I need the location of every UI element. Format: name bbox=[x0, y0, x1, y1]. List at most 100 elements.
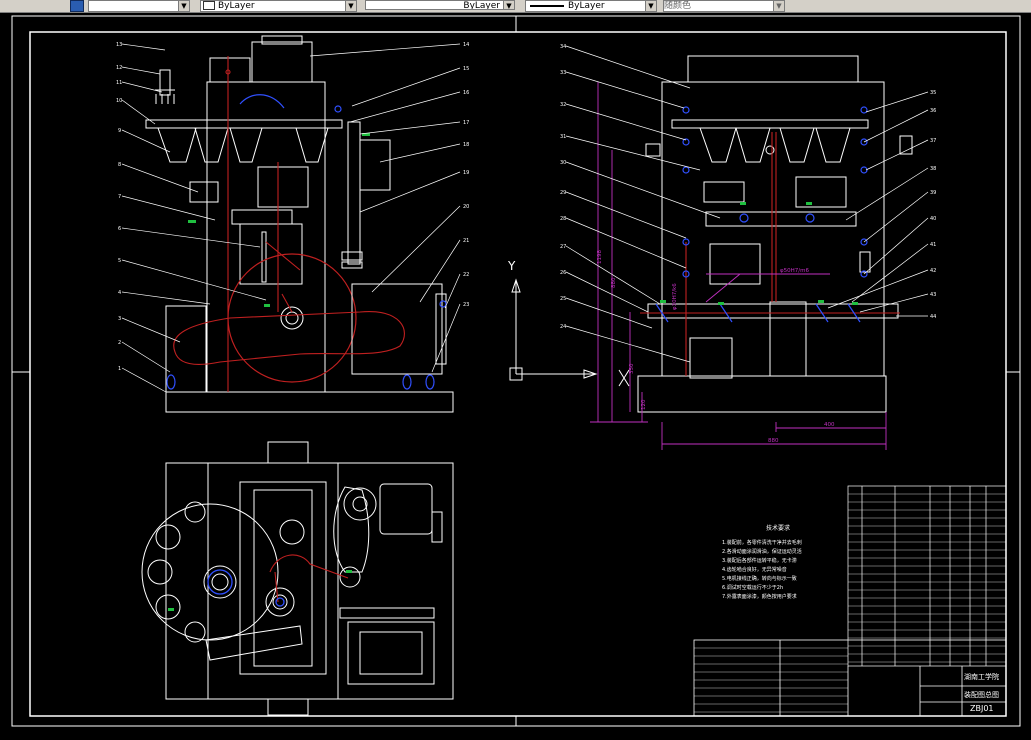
chevron-down-icon[interactable]: ▼ bbox=[773, 1, 784, 11]
balloon-23: 23 bbox=[463, 302, 469, 308]
balloon-38: 38 bbox=[930, 166, 936, 172]
side-dimensions bbox=[590, 82, 887, 450]
frame-border bbox=[29, 31, 1007, 717]
balloon-35: 35 bbox=[930, 90, 936, 96]
side-leaders bbox=[565, 45, 929, 363]
balloon-42: 42 bbox=[930, 268, 936, 274]
table-rows bbox=[694, 493, 1006, 713]
balloon-24: 24 bbox=[560, 324, 566, 330]
layer-dropdown[interactable]: ▼ bbox=[88, 0, 190, 12]
balloon-7: 7 bbox=[118, 194, 121, 200]
balloon-8: 8 bbox=[118, 162, 121, 168]
balloon-41: 41 bbox=[930, 242, 936, 248]
balloon-22: 22 bbox=[463, 272, 469, 278]
color-swatch-icon bbox=[203, 1, 215, 10]
balloon-1: 1 bbox=[118, 366, 121, 372]
front-leaders-right bbox=[309, 43, 461, 373]
title-block bbox=[693, 639, 1007, 717]
balloon-25: 25 bbox=[560, 296, 566, 302]
front-leaders-left bbox=[121, 43, 267, 393]
y-axis-label: Y bbox=[507, 259, 516, 273]
notes-line: 1.装配前，各零件清洗干净并去毛刺 bbox=[722, 540, 802, 546]
balloon-29: 29 bbox=[560, 190, 566, 196]
lineweight-dropdown[interactable]: ByLayer ▼ bbox=[525, 0, 657, 12]
balloon-19: 19 bbox=[463, 170, 469, 176]
balloon-20: 20 bbox=[463, 204, 469, 210]
balloon-43: 43 bbox=[930, 292, 936, 298]
dim-350: 350 bbox=[629, 363, 635, 374]
balloon-5: 5 bbox=[118, 258, 121, 264]
top-red-lines bbox=[269, 554, 349, 603]
linetype-dropdown[interactable]: ByLayer ▼ bbox=[365, 0, 515, 10]
top-view bbox=[141, 441, 454, 716]
balloon-16: 16 bbox=[463, 90, 469, 96]
notes-line: 7.外露表面涂漆，颜色按用户要求 bbox=[722, 594, 797, 600]
top-blue-parts bbox=[207, 569, 285, 607]
balloon-37: 37 bbox=[930, 138, 936, 144]
dim-880v: 880 bbox=[611, 277, 617, 288]
layer-icon[interactable] bbox=[70, 0, 84, 12]
balloon-39: 39 bbox=[930, 190, 936, 196]
notes-line: 5.电机接线正确，转向与标示一致 bbox=[722, 576, 797, 582]
balloon-18: 18 bbox=[463, 142, 469, 148]
chevron-down-icon[interactable]: ▼ bbox=[503, 1, 514, 9]
side-label-texts: 34 33 32 31 30 29 28 27 26 25 24 35 36 3… bbox=[560, 44, 936, 330]
color-dropdown[interactable]: ByLayer ▼ bbox=[200, 0, 357, 12]
balloon-27: 27 bbox=[560, 244, 566, 250]
balloon-10: 10 bbox=[116, 98, 122, 104]
drawing-canvas[interactable]: 13 12 11 10 9 8 7 6 5 4 3 2 1 14 15 16 1… bbox=[0, 12, 1031, 736]
top-green-parts bbox=[168, 570, 352, 611]
dim-1198: 1198 bbox=[597, 250, 603, 264]
balloon-2: 2 bbox=[118, 340, 121, 346]
balloon-30: 30 bbox=[560, 160, 566, 166]
balloon-3: 3 bbox=[118, 316, 121, 322]
balloon-6: 6 bbox=[118, 226, 121, 232]
drawing-code: ZBJ01 bbox=[970, 704, 994, 713]
balloon-9: 9 bbox=[118, 128, 121, 134]
balloon-44: 44 bbox=[930, 314, 936, 320]
balloon-12: 12 bbox=[116, 65, 122, 71]
drawing-name: 装配图总图 bbox=[964, 691, 999, 699]
balloon-40: 40 bbox=[930, 216, 936, 222]
plotstyle-dropdown[interactable]: 随颜色 ▼ bbox=[663, 0, 785, 12]
notes-line: 4.齿轮啮合良好，无异常噪音 bbox=[722, 567, 787, 573]
balloon-33: 33 bbox=[560, 70, 566, 76]
ucs-icon: Y bbox=[507, 259, 630, 387]
balloon-28: 28 bbox=[560, 216, 566, 222]
side-blue-parts bbox=[655, 106, 868, 323]
front-green-parts bbox=[188, 133, 370, 307]
dim-120: 120 bbox=[641, 399, 647, 410]
side-green-parts bbox=[660, 202, 858, 305]
front-view bbox=[145, 35, 454, 413]
notes-line: 6.调试时空载运行不少于2h bbox=[722, 585, 784, 591]
balloon-11: 11 bbox=[116, 80, 122, 86]
chevron-down-icon[interactable]: ▼ bbox=[178, 1, 189, 11]
balloon-21: 21 bbox=[463, 238, 469, 244]
balloon-15: 15 bbox=[463, 66, 469, 72]
parts-list-table bbox=[847, 485, 1007, 667]
front-red-lines bbox=[173, 56, 405, 392]
balloon-17: 17 bbox=[463, 120, 469, 126]
chevron-down-icon[interactable]: ▼ bbox=[645, 1, 656, 11]
balloon-36: 36 bbox=[930, 108, 936, 114]
dim-880: 880 bbox=[768, 438, 779, 444]
notes-line: 2.各滑动面涂润滑油，保证运动灵活 bbox=[722, 549, 802, 555]
technical-requirements: 技术要求 1.装配前，各零件清洗干净并去毛刺 2.各滑动面涂润滑油，保证运动灵活… bbox=[722, 524, 834, 602]
notes-title: 技术要求 bbox=[765, 525, 790, 532]
dimension-texts: 1198 880 350 120 400 880 φ50H7/m6 φ30H7/… bbox=[597, 250, 835, 444]
dim-fit2: φ30H7/k6 bbox=[672, 283, 678, 310]
lineweight-sample bbox=[530, 4, 564, 7]
balloon-4: 4 bbox=[118, 290, 121, 296]
chevron-down-icon[interactable]: ▼ bbox=[345, 1, 356, 11]
balloon-34: 34 bbox=[560, 44, 566, 50]
dim-fit: φ50H7/m6 bbox=[780, 268, 809, 274]
front-blue-parts bbox=[166, 94, 447, 390]
balloon-32: 32 bbox=[560, 102, 566, 108]
properties-toolbar: ▼ ByLayer ▼ ByLayer ▼ ByLayer ▼ 随颜色 ▼ bbox=[0, 0, 1031, 13]
dim-400: 400 bbox=[824, 422, 835, 428]
balloon-31: 31 bbox=[560, 134, 566, 140]
balloon-13: 13 bbox=[116, 42, 122, 48]
notes-line: 3.装配后各部件运转平稳，无卡滞 bbox=[722, 558, 797, 564]
balloon-14: 14 bbox=[463, 42, 469, 48]
school-name: 湖南工学院 bbox=[964, 673, 999, 681]
